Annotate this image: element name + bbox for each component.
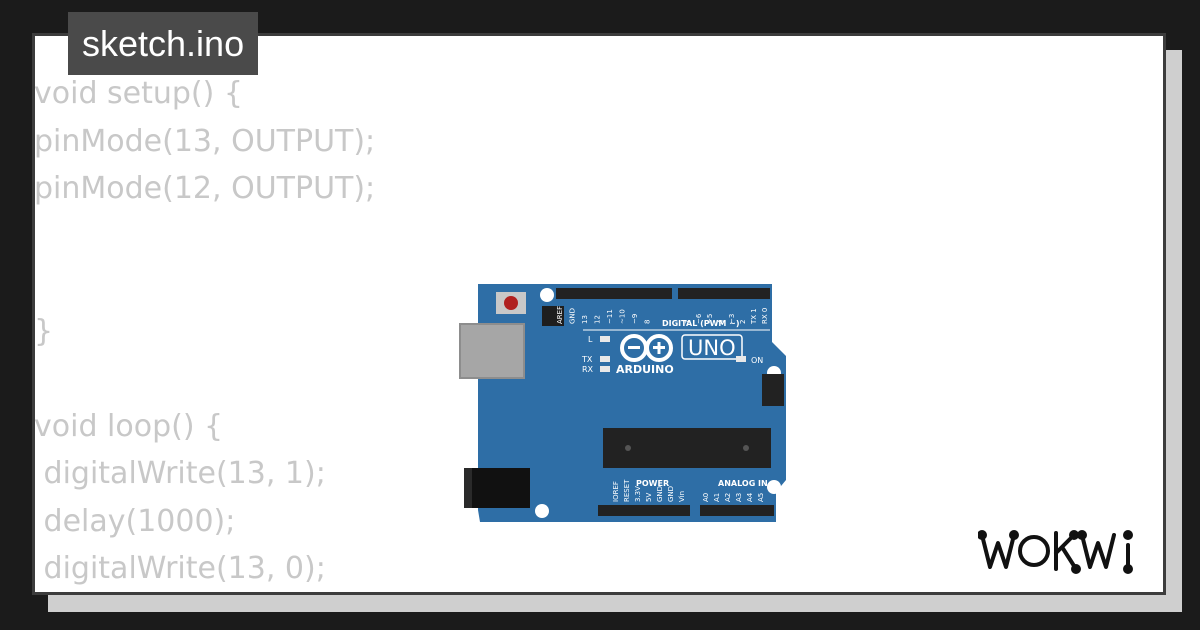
model-label: UNO xyxy=(688,336,736,360)
pin-label: GND xyxy=(656,486,664,502)
pin-label: 2 xyxy=(739,320,747,324)
analog-header xyxy=(700,505,774,516)
pin-label: A4 xyxy=(746,492,754,502)
pin-label: A2 xyxy=(724,493,732,502)
icsp-header-top xyxy=(542,306,564,326)
arduino-logo-icon xyxy=(620,334,673,362)
brand-label: ARDUINO xyxy=(616,363,674,376)
code-line xyxy=(34,213,375,261)
led-l xyxy=(600,336,610,342)
pin-label: ~6 xyxy=(695,313,703,324)
pin-label: ~11 xyxy=(606,309,614,324)
l-label: L xyxy=(588,335,593,344)
led-on xyxy=(736,356,746,362)
code-line: delay(1000); xyxy=(34,503,236,539)
code-line: digitalWrite(13, 1); xyxy=(34,456,326,491)
mount-hole xyxy=(767,480,781,494)
arduino-uno-board: ARDUINO UNO DIGITAL (PWM ~) POWER ANALOG… xyxy=(458,280,790,526)
pin-label: 7 xyxy=(684,320,692,324)
pin-label: A1 xyxy=(713,493,721,502)
pin-label: A0 xyxy=(702,493,710,502)
pin-label: 12 xyxy=(594,315,602,324)
pin-label: RESET xyxy=(623,479,631,502)
pin-label: GND xyxy=(569,308,577,324)
icsp-header-right xyxy=(762,374,784,406)
code-line: digitalWrite(13, 0); xyxy=(34,551,326,586)
digital-header-left xyxy=(556,288,672,299)
pin-label: 5V xyxy=(645,493,653,502)
pin-label: TX 1 xyxy=(750,308,758,325)
uno-label-box xyxy=(681,334,743,360)
usb-port xyxy=(460,324,524,378)
file-tab[interactable]: sketch.ino xyxy=(68,12,259,75)
pin-label: GND xyxy=(667,486,675,502)
pin-label: Vin xyxy=(678,491,686,502)
code-line: pinMode(12, OUTPUT); xyxy=(34,171,376,206)
wokwi-logo: WOKWI xyxy=(977,525,1150,577)
pin-label: IOREF xyxy=(612,481,620,502)
pin-label: AREF xyxy=(556,306,564,324)
code-editor[interactable]: void setup() { pinMode(13, OUTPUT); pinMod… xyxy=(34,70,375,593)
analog-label: ANALOG IN xyxy=(718,479,768,488)
pin-label: ~9 xyxy=(631,314,639,324)
pin-label: 13 xyxy=(581,315,589,324)
tx-label: TX xyxy=(581,355,593,364)
pin-label: A5 xyxy=(757,493,765,502)
code-line: pinMode(13, OUTPUT); xyxy=(34,123,376,159)
led-tx xyxy=(600,356,610,362)
wokwi-wordmark: WOKWI xyxy=(977,525,1133,574)
digital-header-right xyxy=(678,288,770,299)
on-label: ON xyxy=(751,356,763,365)
led-rx xyxy=(600,366,610,372)
pin-label: 3.3V xyxy=(634,486,642,502)
pin-label: ~10 xyxy=(619,309,627,324)
pin-label: RX 0 xyxy=(761,308,769,324)
pin-label: ~5 xyxy=(706,314,714,324)
mount-hole xyxy=(540,288,554,302)
code-line xyxy=(34,260,375,308)
logo-text: WOKWI xyxy=(978,525,982,526)
code-line: void setup() { xyxy=(34,76,243,111)
arduino-board-graphic: ARDUINO UNO DIGITAL (PWM ~) POWER ANALOG… xyxy=(459,284,786,522)
pin-label: 8 xyxy=(644,320,652,324)
code-line: void loop() { xyxy=(34,408,224,444)
pin-label: ~3 xyxy=(728,314,736,324)
power-header xyxy=(598,505,690,516)
power-label: POWER xyxy=(636,479,669,488)
digital-label: DIGITAL (PWM ~) xyxy=(662,319,740,328)
code-line: } xyxy=(34,313,54,349)
code-line xyxy=(34,355,375,403)
rx-label: RX xyxy=(582,365,594,374)
pin-label: 4 xyxy=(717,319,725,324)
power-jack xyxy=(468,468,530,508)
pin-label: A3 xyxy=(735,493,743,502)
mount-hole xyxy=(535,504,549,518)
